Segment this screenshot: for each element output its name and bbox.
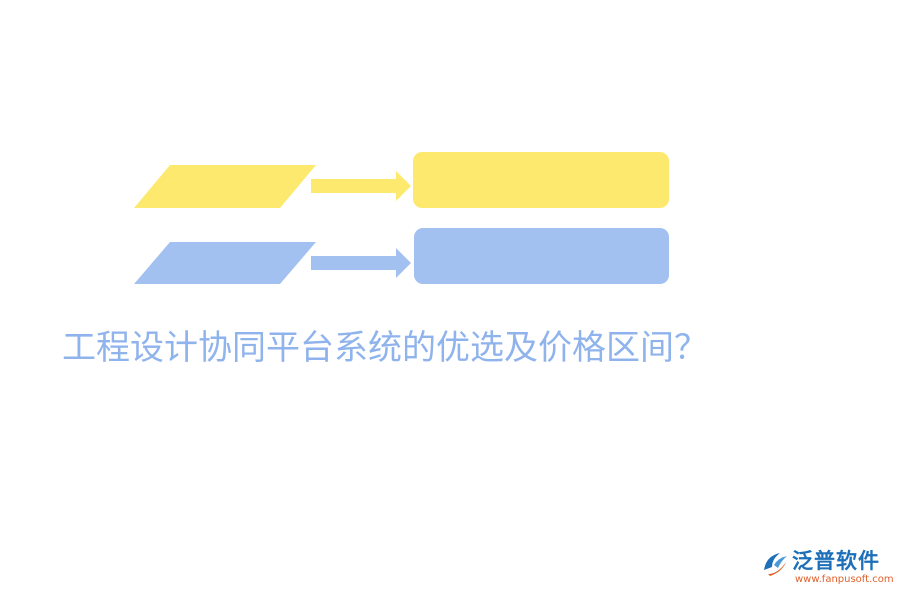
logo-name: 泛普软件 (792, 549, 880, 573)
blue-arrow (311, 248, 411, 278)
fanpu-logo-icon (764, 553, 787, 576)
yellow-arrow (311, 171, 411, 201)
blue-rounded-box (414, 228, 669, 284)
blue-parallelogram (134, 242, 316, 284)
brand-logo: 泛普软件 www.fanpusoft.com (760, 544, 894, 592)
yellow-parallelogram (134, 165, 316, 208)
yellow-rounded-box (413, 152, 669, 208)
logo-url: www.fanpusoft.com (795, 574, 894, 585)
page-title: 工程设计协同平台系统的优选及价格区间？ (62, 328, 708, 368)
